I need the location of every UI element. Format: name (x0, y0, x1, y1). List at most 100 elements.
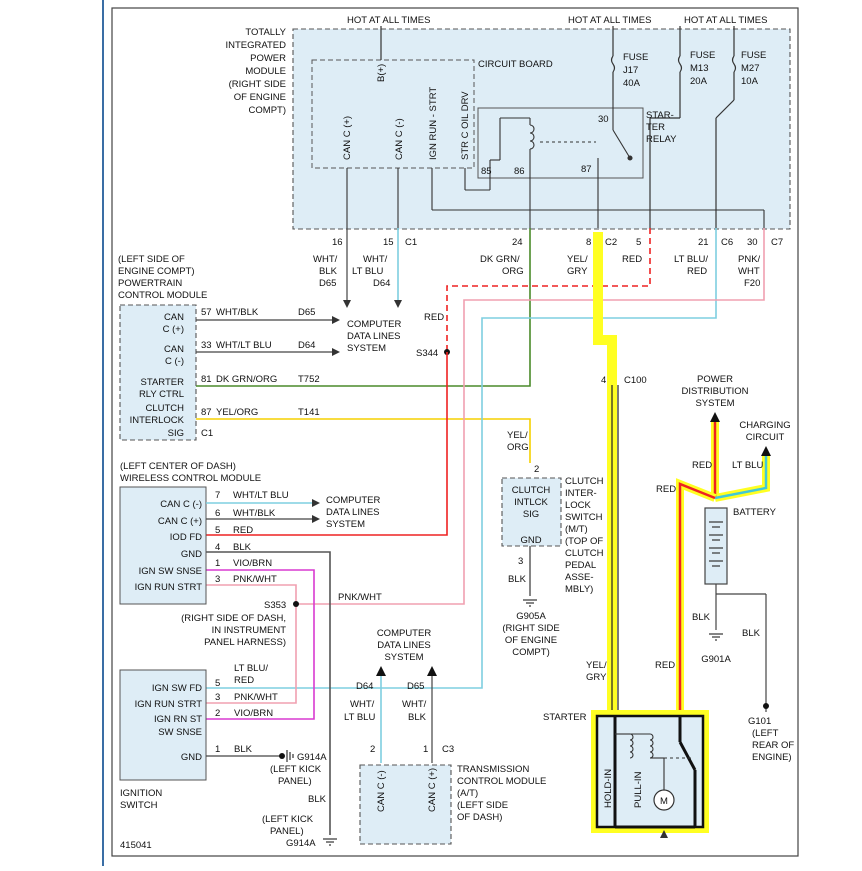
svg-text:(LEFT: (LEFT (752, 728, 779, 739)
fuse-j17-label: FUSE J17 40A (623, 52, 648, 89)
svg-text:IGNITION: IGNITION (120, 788, 162, 799)
wire-vio-brn (206, 569, 315, 720)
svg-text:YEL/: YEL/ (586, 660, 607, 671)
pin-30: 30 (747, 237, 758, 248)
ignition-switch-box (119, 669, 207, 781)
diagram-id: 415041 (120, 840, 152, 851)
svg-text:GRY: GRY (567, 266, 588, 277)
ltblu-label: LT BLU (732, 460, 763, 471)
svg-text:GRY: GRY (586, 672, 607, 683)
svg-text:D64: D64 (373, 278, 390, 289)
svg-text:YEL/: YEL/ (567, 254, 588, 265)
svg-text:TOTALLY: TOTALLY (245, 27, 286, 38)
tcm-pin-1: 1 (423, 744, 428, 755)
connector-c6: C6 (721, 237, 733, 248)
pin-5: 5 (636, 237, 641, 248)
fuse-m27-label: FUSE M27 10A (741, 50, 766, 87)
g901a-label: G901A (701, 654, 731, 665)
svg-text:PNK/WHT: PNK/WHT (233, 574, 277, 585)
c100-label: C100 (624, 375, 647, 386)
svg-text:(LEFT SIDE OF: (LEFT SIDE OF (118, 254, 185, 265)
svg-text:MODULE: MODULE (245, 66, 286, 77)
svg-text:LT BLU/: LT BLU/ (674, 254, 708, 265)
c100-pin: 4 (601, 375, 606, 386)
svg-text:ORG: ORG (502, 266, 524, 277)
svg-text:G905A: G905A (516, 611, 546, 622)
svg-text:(LEFT KICK: (LEFT KICK (262, 814, 314, 825)
svg-text:10A: 10A (741, 76, 759, 87)
clutch-box-labels: CLUTCH INTLCK SIG GND (512, 485, 551, 546)
ground-symbol-g905a (523, 599, 537, 607)
cdls2-label: COMPUTER DATA LINES SYSTEM (326, 495, 381, 530)
svg-text:PANEL HARNESS): PANEL HARNESS) (204, 637, 286, 648)
pcm-title: (LEFT SIDE OF ENGINE COMPT) POWERTRAIN C… (118, 254, 207, 301)
svg-text:INTER-: INTER- (565, 488, 597, 499)
svg-text:2: 2 (215, 708, 220, 719)
svg-text:M13: M13 (690, 63, 708, 74)
svg-text:YEL/: YEL/ (507, 430, 528, 441)
ground-symbol-g914a-lower (323, 838, 337, 846)
svg-text:INTEGRATED: INTEGRATED (225, 40, 286, 51)
svg-text:STARTER: STARTER (141, 377, 185, 388)
svg-text:CONTROL MODULE: CONTROL MODULE (457, 776, 546, 787)
svg-text:5: 5 (215, 678, 220, 689)
lower-ground-desc: (LEFT KICK PANEL) G914A (262, 814, 316, 849)
wire-red-iod (206, 352, 448, 536)
svg-text:BLK: BLK (319, 266, 338, 277)
tcm-can-arrow-left (376, 666, 386, 676)
cdls3-label: COMPUTER DATA LINES SYSTEM (377, 628, 432, 663)
svg-text:SIG: SIG (523, 509, 539, 520)
svg-text:PNK/WHT: PNK/WHT (234, 692, 278, 703)
wire-yel-org (196, 418, 531, 463)
svg-text:RED: RED (233, 525, 253, 536)
svg-text:COMPUTER: COMPUTER (377, 628, 432, 639)
svg-text:SIG: SIG (168, 428, 184, 439)
clutch-switch-box (501, 477, 562, 547)
s353-label: S353 (264, 600, 286, 611)
svg-text:C (+): C (+) (163, 324, 184, 335)
clutch-pin-2: 2 (534, 464, 539, 475)
svg-text:(LEFT SIDE: (LEFT SIDE (457, 800, 508, 811)
svg-text:IGN SW FD: IGN SW FD (152, 683, 202, 694)
svg-text:CLUTCH: CLUTCH (145, 403, 184, 414)
wire-label-30: PNK/ WHT F20 (738, 254, 761, 289)
svg-text:(RIGHT SIDE: (RIGHT SIDE (502, 623, 559, 634)
starter-feed-highlight (593, 232, 619, 712)
tcm-can-plus: CAN C (+) (427, 768, 438, 812)
pull-in-label: PULL-IN (633, 771, 644, 808)
svg-text:SWITCH: SWITCH (120, 800, 158, 811)
svg-text:COMPUTER: COMPUTER (347, 319, 402, 330)
svg-text:SYSTEM: SYSTEM (384, 652, 423, 663)
svg-text:(LEFT KICK: (LEFT KICK (270, 764, 322, 775)
svg-text:(RIGHT SIDE OF DASH,: (RIGHT SIDE OF DASH, (181, 613, 286, 624)
wire-pnk-wht (296, 228, 765, 605)
svg-text:BLK: BLK (233, 542, 252, 553)
pcm-box (119, 304, 197, 441)
svg-text:(TOP OF: (TOP OF (565, 536, 603, 547)
ign-pin-labels: IGN SW FD IGN RUN STRT IGN RN ST SW SNSE… (135, 683, 203, 763)
svg-text:DK GRN/ORG: DK GRN/ORG (216, 374, 277, 385)
connector-c1: C1 (405, 237, 417, 248)
ign-title: IGNITION SWITCH (120, 788, 162, 811)
svg-text:RLY CTRL: RLY CTRL (139, 389, 184, 400)
pin-15: 15 (383, 237, 394, 248)
red-label-2: RED (656, 484, 676, 495)
red-label-s344: RED (424, 312, 444, 323)
svg-text:IOD FD: IOD FD (170, 532, 202, 543)
svg-text:COMPT): COMPT) (249, 105, 286, 116)
blk-label-2: BLK (742, 628, 761, 639)
pin-8: 8 (586, 237, 591, 248)
svg-text:MBLY): MBLY) (565, 584, 593, 595)
svg-text:OF ENGINE: OF ENGINE (234, 92, 286, 103)
svg-text:WHT/: WHT/ (313, 254, 338, 265)
tcm-box (359, 764, 452, 845)
wcm-can-wires (206, 499, 320, 523)
hot-label-1: HOT AT ALL TIMES (347, 15, 430, 26)
svg-text:LT BLU: LT BLU (344, 712, 375, 723)
svg-text:RED: RED (687, 266, 707, 277)
tcm-wire-left-label: WHT/ LT BLU (344, 699, 375, 723)
wire-label-24: DK GRN/ ORG (480, 254, 524, 277)
svg-text:33: 33 (201, 340, 212, 351)
ign-rows: LT BLU/ RED 5 3 PNK/WHT 2 VIO/BRN 1 BLK (215, 663, 278, 755)
svg-text:VIO/BRN: VIO/BRN (233, 558, 272, 569)
